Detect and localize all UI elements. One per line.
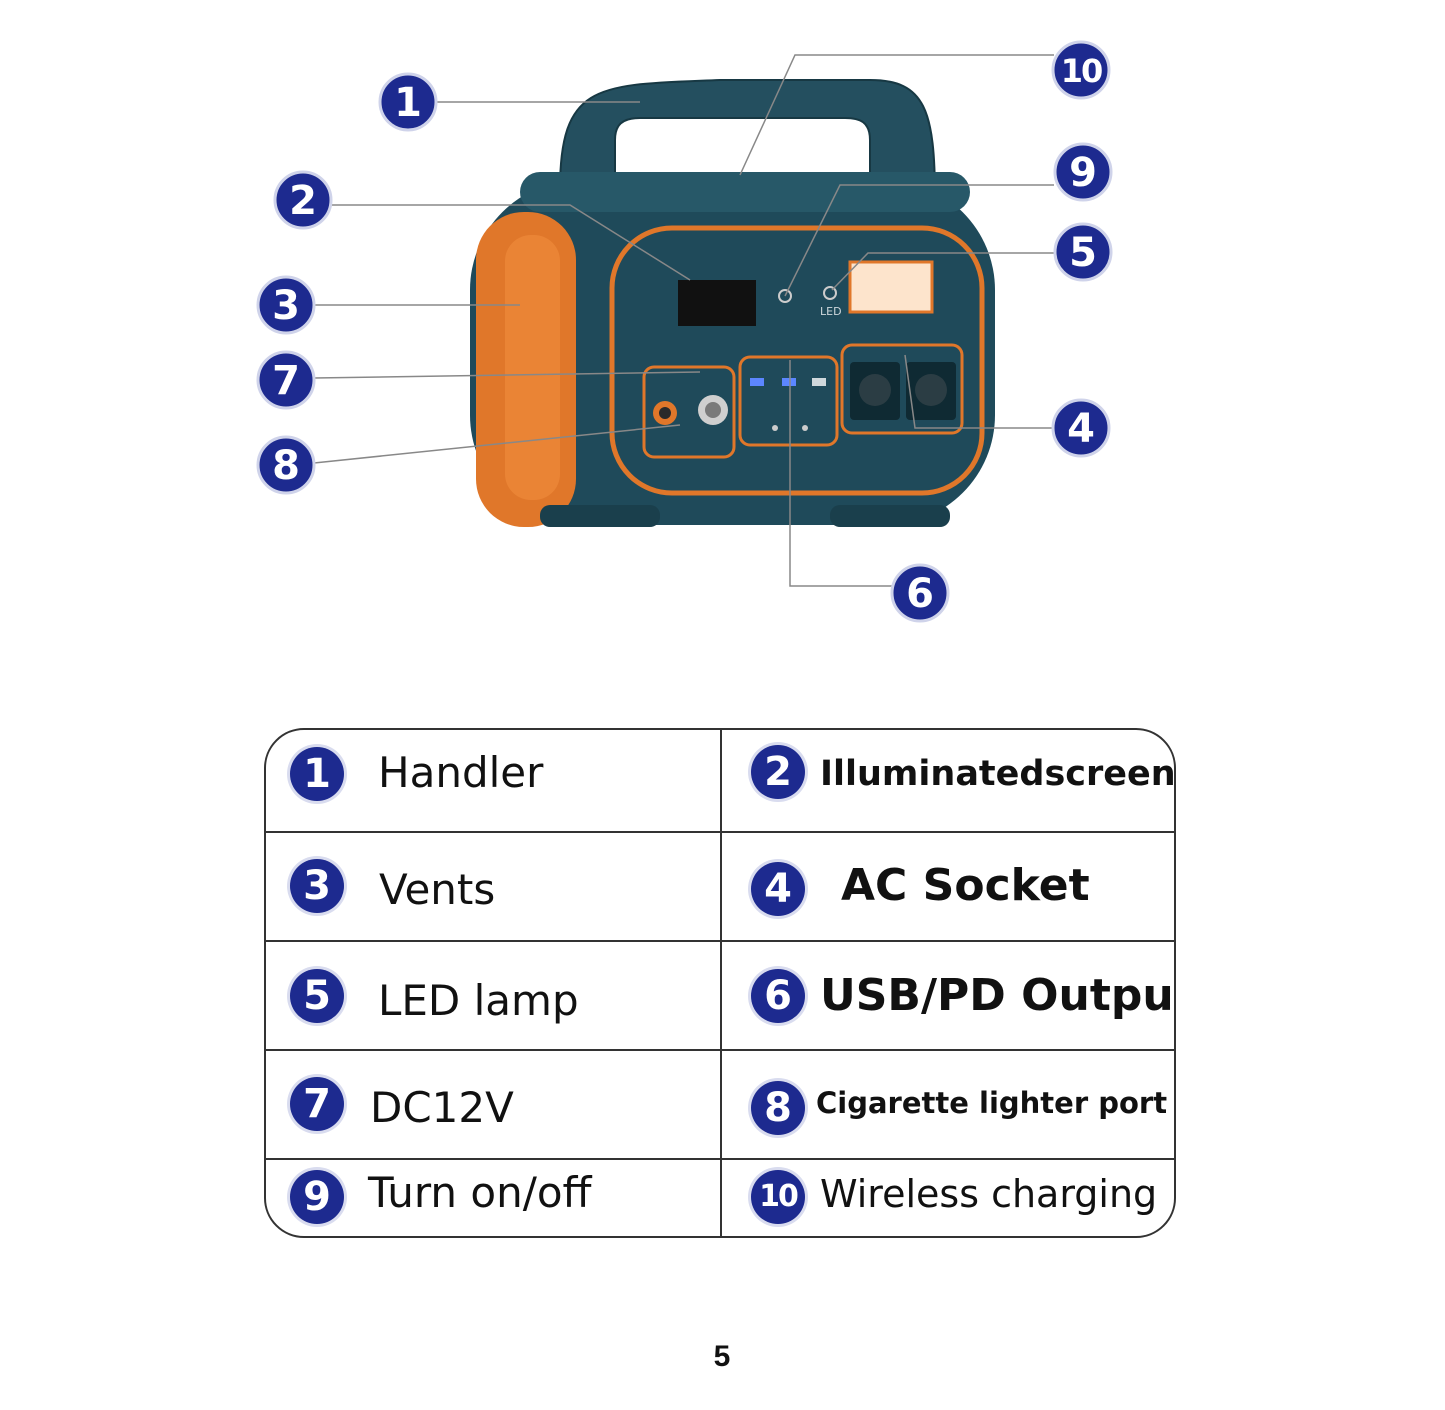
callout-badge-10: 10 xyxy=(1051,40,1111,100)
number-badge: 4 xyxy=(751,862,805,916)
svg-text:7: 7 xyxy=(272,358,300,404)
legend-row-5: 9 Turn on/off 10 Wireless charging xyxy=(266,1160,1174,1236)
svg-text:1: 1 xyxy=(394,80,422,126)
legend-table: 1 Handler 2 Illuminatedscreen 3 Vents 4 … xyxy=(264,728,1176,1238)
callout-badge-7: 7 xyxy=(256,350,316,410)
callout-badge-1: 1 xyxy=(378,72,438,132)
led-lamp xyxy=(848,260,934,314)
number-badge: 10 xyxy=(751,1170,805,1224)
svg-text:5: 5 xyxy=(1069,230,1097,276)
number-badge: 6 xyxy=(751,969,805,1023)
power-button xyxy=(778,289,792,303)
legend-label: AC Socket xyxy=(841,860,1090,911)
leader-lines xyxy=(313,54,1054,587)
callout-badge-3: 3 xyxy=(256,275,316,335)
legend-row-3: 5 LED lamp 6 USB/PD Output xyxy=(266,942,1174,1051)
legend-row-2: 3 Vents 4 AC Socket xyxy=(266,833,1174,942)
svg-text:6: 6 xyxy=(906,571,934,617)
legend-label: Wireless charging xyxy=(820,1172,1158,1216)
legend-label: LED lamp xyxy=(378,976,579,1025)
legend-row-1: 1 Handler 2 Illuminatedscreen xyxy=(266,730,1174,833)
number-badge: 5 xyxy=(290,969,344,1023)
led-label: LED xyxy=(820,305,842,318)
legend-cell: 3 Vents xyxy=(266,833,722,940)
legend-label: Handler xyxy=(378,748,544,797)
callout-badge-5: 5 xyxy=(1053,222,1113,282)
front-panel xyxy=(609,225,985,496)
legend-row-4: 7 DC12V 8 Cigarette lighter port xyxy=(266,1051,1174,1160)
number-badge: 3 xyxy=(290,859,344,913)
svg-text:10: 10 xyxy=(1061,52,1102,90)
page-number: 5 xyxy=(713,1340,731,1373)
number-badge: 1 xyxy=(290,747,344,801)
number-badge: 7 xyxy=(290,1077,344,1131)
callout-badge-2: 2 xyxy=(273,170,333,230)
svg-text:2: 2 xyxy=(289,178,317,224)
legend-cell: 5 LED lamp xyxy=(266,942,722,1049)
legend-cell: 1 Handler xyxy=(266,730,722,831)
legend-cell: 8 Cigarette lighter port xyxy=(722,1051,1174,1158)
callout-badge-8: 8 xyxy=(256,435,316,495)
display-screen xyxy=(678,280,756,326)
number-badge: 9 xyxy=(290,1170,344,1224)
legend-cell: 7 DC12V xyxy=(266,1051,722,1158)
svg-text:3: 3 xyxy=(272,283,300,329)
handle xyxy=(558,79,937,201)
svg-text:9: 9 xyxy=(1069,150,1097,196)
svg-text:4: 4 xyxy=(1067,406,1095,452)
legend-label: Vents xyxy=(379,865,496,914)
number-badge: 8 xyxy=(751,1081,805,1135)
callout-badge-6: 6 xyxy=(890,563,950,623)
callout-badge-4: 4 xyxy=(1051,398,1111,458)
callout-badge-9: 9 xyxy=(1053,142,1113,202)
number-badge: 2 xyxy=(751,745,805,799)
legend-cell: 9 Turn on/off xyxy=(266,1160,722,1236)
legend-label: Illuminatedscreen xyxy=(820,754,1176,794)
legend-label: DC12V xyxy=(370,1083,514,1132)
legend-cell: 10 Wireless charging xyxy=(722,1160,1174,1236)
legend-cell: 2 Illuminatedscreen xyxy=(722,730,1174,831)
legend-cell: 6 USB/PD Output xyxy=(722,942,1174,1049)
usb-section xyxy=(738,355,839,447)
led-button xyxy=(823,286,837,300)
legend-cell: 4 AC Socket xyxy=(722,833,1174,940)
ac-section xyxy=(840,343,964,435)
legend-label: Turn on/off xyxy=(368,1168,592,1217)
legend-label: USB/PD Output xyxy=(820,970,1176,1021)
dc-section xyxy=(642,365,736,459)
svg-text:8: 8 xyxy=(272,443,300,489)
legend-label: Cigarette lighter port xyxy=(816,1086,1168,1120)
product-diagram: LED 1 2 xyxy=(256,40,1113,623)
